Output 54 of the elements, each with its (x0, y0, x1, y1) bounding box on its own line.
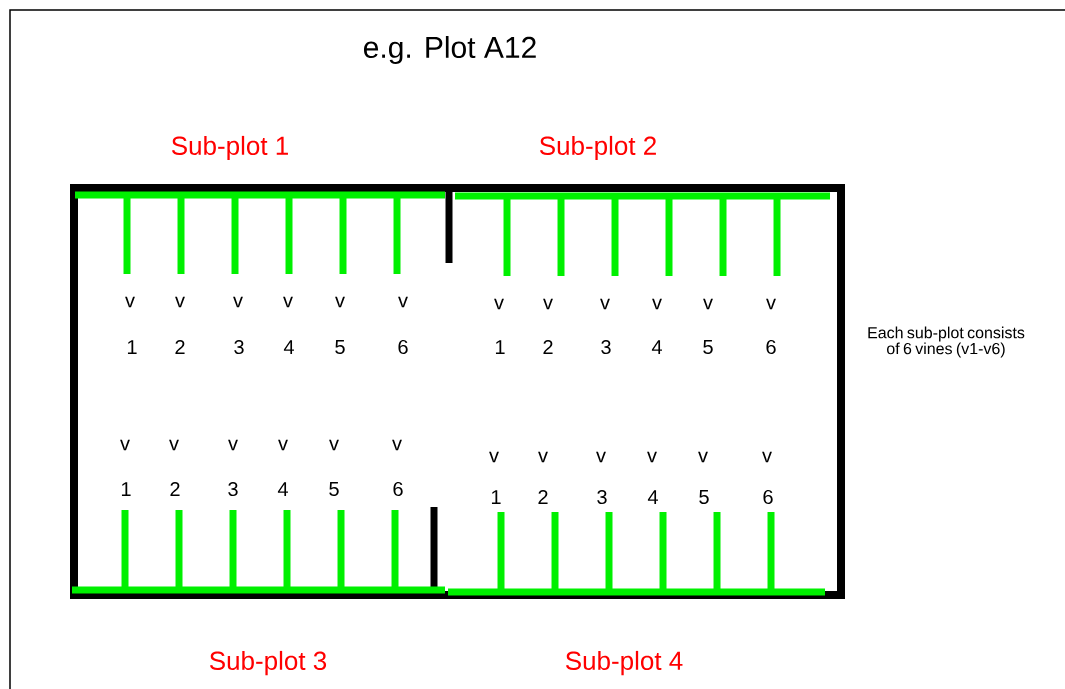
vine-number: 5 (699, 490, 709, 504)
vine-label: v (125, 296, 135, 308)
vine-number: 6 (766, 339, 776, 355)
vine-number: 4 (283, 340, 294, 354)
vine-label: v (169, 439, 179, 451)
plot-title: e.g. Plot A12 (364, 36, 536, 64)
vine-number: 4 (277, 482, 288, 496)
vine-label: v (278, 439, 288, 451)
vine-number: 1 (495, 340, 505, 354)
vine-number: 4 (647, 490, 658, 504)
vine-label: v (703, 298, 713, 310)
vine-label: v (494, 298, 504, 310)
vine-number: 1 (127, 340, 137, 354)
vine-number: 3 (601, 339, 611, 355)
vine-label: v (329, 439, 339, 451)
vine-label: v (283, 296, 293, 308)
vine-label: v (175, 296, 185, 308)
vine-label: v (392, 439, 402, 451)
vine-label: v (489, 451, 499, 463)
vine-label: v (543, 298, 553, 310)
subplot-label: Sub-plot 4 (565, 650, 683, 676)
vine-number: 2 (538, 490, 548, 504)
vine-label: v (762, 451, 772, 463)
vine-label: v (228, 439, 238, 451)
vine-label: v (233, 296, 243, 308)
vine-number: 1 (491, 490, 501, 504)
subplot-label: Sub-plot 2 (539, 135, 656, 161)
vine-number: 2 (543, 340, 553, 354)
vine-number: 6 (763, 489, 773, 505)
vine-label: v (335, 296, 345, 308)
vine-label: v (652, 298, 662, 310)
vine-number: 5 (335, 340, 345, 354)
vine-number: 5 (329, 482, 339, 496)
vine-label: v (120, 439, 130, 451)
vine-label: v (600, 298, 610, 310)
vine-label: v (766, 298, 776, 310)
vine-number: 3 (228, 481, 238, 497)
vine-number: 2 (175, 340, 185, 354)
vine-number: 3 (234, 339, 244, 355)
vine-number: 6 (398, 339, 408, 355)
vine-label: v (647, 451, 657, 463)
note: Each sub-plot consists of 6 vines (v1-v6) (868, 326, 1025, 358)
vine-label: v (398, 296, 408, 308)
vine-label: v (538, 451, 548, 463)
vine-number: 4 (651, 340, 662, 354)
vine-label: v (596, 451, 606, 463)
vine-number: 2 (170, 482, 180, 496)
subplot-label: Sub-plot 1 (171, 135, 288, 161)
vine-number: 5 (703, 340, 713, 354)
vine-number: 1 (121, 482, 131, 496)
subplot-label: Sub-plot 3 (209, 650, 327, 676)
vine-number: 3 (597, 489, 607, 505)
vine-number: 6 (393, 481, 403, 497)
vine-label: v (698, 451, 708, 463)
